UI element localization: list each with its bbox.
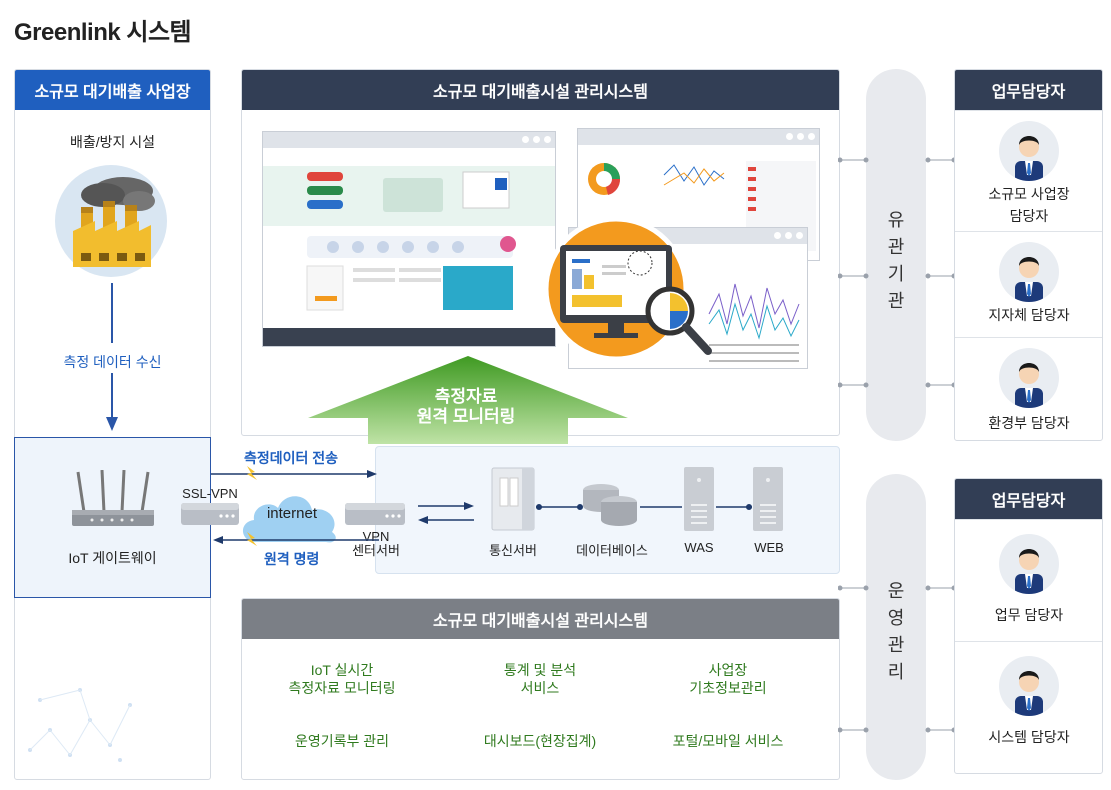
internet-label: internet xyxy=(266,505,318,522)
arrow-text-line2: 원격 모니터링 xyxy=(416,407,516,426)
staff-label: 담당자 xyxy=(1009,208,1049,224)
decorative-dots xyxy=(20,660,170,770)
arrow-text-line1: 측정자료 xyxy=(434,387,498,406)
service-line: 포털/모바일 서비스 xyxy=(672,733,784,749)
staff-label: 업무 담당자 xyxy=(994,607,1064,623)
remote-command-label: 원격 명령 xyxy=(264,551,320,567)
staff-label: 환경부 담당자 xyxy=(988,415,1070,431)
vpn-to-server-arrows xyxy=(418,498,474,528)
pill-char: 유 xyxy=(887,210,905,230)
staff-panel-bottom: 업무담당자 업무 담당자 시스템 담당자 xyxy=(954,478,1103,774)
pill-char: 관 xyxy=(887,237,905,257)
remote-monitoring-arrow xyxy=(306,354,630,444)
service-item: 포털/모바일 서비스 xyxy=(648,732,808,750)
was-server-icon xyxy=(683,466,715,532)
internet-cloud-icon xyxy=(236,480,344,550)
staff-label: 시스템 담당자 xyxy=(988,729,1070,745)
operations-pill xyxy=(866,474,926,780)
receive-arrow xyxy=(106,283,118,433)
monitoring-system-header: 소규모 대기배출시설 관리시스템 xyxy=(242,70,839,110)
staff-label: 소규모 사업장 xyxy=(988,186,1070,202)
portal-screenshot xyxy=(262,131,556,347)
service-line: 서비스 xyxy=(520,680,560,696)
person-avatar-icon xyxy=(999,242,1059,302)
service-line: 통계 및 분석 xyxy=(503,662,577,678)
staff-card: 업무 담당자 xyxy=(955,519,1102,640)
connector-lines xyxy=(837,150,958,750)
person-avatar-icon xyxy=(999,534,1059,594)
pill-char: 영 xyxy=(887,608,905,628)
service-line: 운영기록부 관리 xyxy=(294,733,390,749)
web-server-icon xyxy=(752,466,784,532)
server-connectors xyxy=(536,498,754,510)
router-icon xyxy=(72,469,154,530)
server-label-was: WAS xyxy=(684,540,714,555)
data-send-label: 측정데이터 전송 xyxy=(244,450,339,466)
server-label-comm: 통신서버 xyxy=(489,543,537,558)
database-icon xyxy=(581,482,639,528)
remote-command-arrow xyxy=(211,530,379,550)
pill-char: 기 xyxy=(887,264,905,284)
service-line: 측정자료 모니터링 xyxy=(288,680,396,696)
staff-header-bottom: 업무담당자 xyxy=(955,479,1102,519)
staff-card: 지자체 담당자 xyxy=(955,231,1102,336)
service-item: 운영기록부 관리 xyxy=(262,732,422,750)
server-label-web: WEB xyxy=(754,540,784,555)
service-line: 사업장 xyxy=(708,662,748,678)
staff-header-top: 업무담당자 xyxy=(955,70,1102,110)
pill-char: 운 xyxy=(887,581,905,601)
service-item: 사업장 기초정보관리 xyxy=(648,661,808,697)
person-avatar-icon xyxy=(999,348,1059,408)
page-title: Greenlink 시스템 xyxy=(14,19,192,46)
pill-char: 관 xyxy=(887,635,905,655)
factory-icon xyxy=(55,165,168,278)
vpn-server-icon xyxy=(345,503,405,525)
service-item: IoT 실시간 측정자료 모니터링 xyxy=(262,661,422,697)
facility-label: 배출/방지 시설 xyxy=(69,134,156,150)
gateway-label: IoT 게이트웨이 xyxy=(68,550,157,566)
service-line: 기초정보관리 xyxy=(689,680,767,696)
staff-card: 시스템 담당자 xyxy=(955,641,1102,773)
staff-label: 지자체 담당자 xyxy=(988,307,1070,323)
comm-server-icon xyxy=(490,466,536,532)
emission-site-header: 소규모 대기배출 사업장 xyxy=(15,70,210,110)
ssl-vpn-device-icon xyxy=(181,503,239,525)
ssl-vpn-label: SSL-VPN xyxy=(182,486,238,501)
staff-card: 소규모 사업장 담당자 xyxy=(955,110,1102,230)
server-label-db: 데이터베이스 xyxy=(576,543,648,558)
person-avatar-icon xyxy=(999,656,1059,716)
person-avatar-icon xyxy=(999,121,1059,181)
receive-label: 측정 데이터 수신 xyxy=(63,354,162,370)
monitoring-icon xyxy=(538,205,718,385)
services-header: 소규모 대기배출시설 관리시스템 xyxy=(242,599,839,639)
pill-char: 관 xyxy=(887,291,905,311)
staff-card: 환경부 담당자 xyxy=(955,337,1102,440)
service-line: IoT 실시간 xyxy=(310,662,374,678)
related-agencies-pill xyxy=(866,69,926,441)
pill-char: 리 xyxy=(887,662,905,682)
data-send-arrow xyxy=(211,462,379,482)
service-line: 대시보드(현장집계) xyxy=(483,733,597,749)
services-panel: 소규모 대기배출시설 관리시스템 xyxy=(241,598,840,780)
service-item: 통계 및 분석 서비스 xyxy=(460,661,620,697)
service-item: 대시보드(현장집계) xyxy=(460,732,620,750)
vpn-label-line2: 센터서버 xyxy=(352,543,400,558)
staff-panel-top: 업무담당자 소규모 사업장 담당자 지자체 담당자 xyxy=(954,69,1103,441)
